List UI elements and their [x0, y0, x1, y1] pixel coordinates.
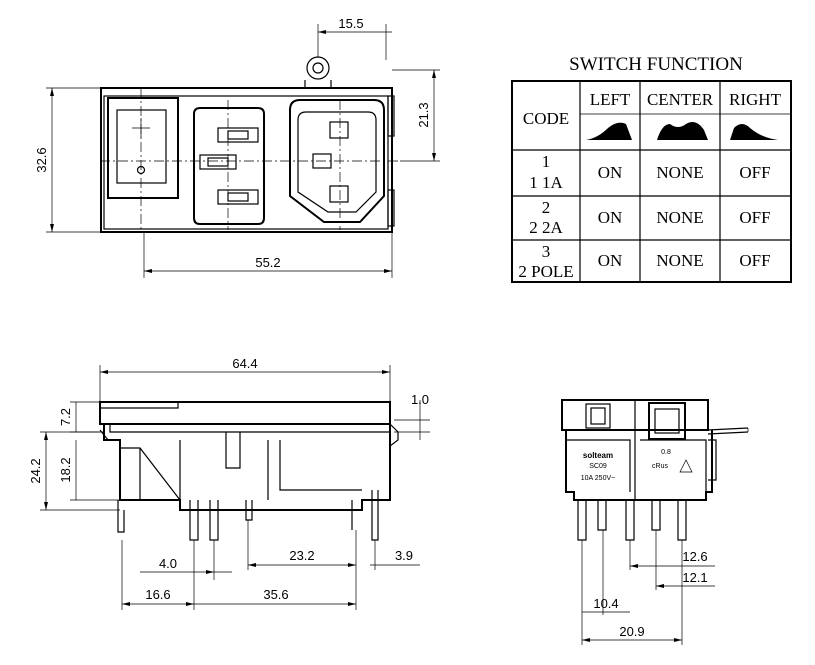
dim-12-1: 12.1: [682, 570, 707, 585]
svg-text:1 1A: 1 1A: [529, 173, 563, 192]
end-body: [565, 430, 713, 501]
dim-4-0: 4.0: [159, 556, 177, 571]
top-view: 15.5 32.6 21.3 55.2: [34, 16, 440, 278]
header-code: CODE: [523, 109, 569, 128]
header-right: RIGHT: [729, 90, 782, 109]
rocker-switch: [107, 97, 179, 199]
side-view: 64.4 7.2 24.2 18.2 1.0 4.0 23.2 3.9 16.6…: [28, 356, 430, 610]
dim-1-0: 1.0: [411, 392, 429, 407]
dim-32-6: 32.6: [34, 147, 49, 172]
dim-16-6: 16.6: [145, 587, 170, 602]
svg-text:2 2A: 2 2A: [529, 218, 563, 237]
dim-64-4: 64.4: [232, 356, 257, 371]
switch-function-table: SWITCH FUNCTION CODE LEFT CENTER RIGHT 1…: [511, 54, 792, 283]
end-view: solteam SC09 10A 250V~ 0.8 cRus 12.6 12.…: [561, 399, 749, 645]
svg-text:OFF: OFF: [739, 163, 770, 182]
ul-mark-icon: cRus: [652, 463, 668, 470]
dim-23-2: 23.2: [289, 548, 314, 563]
end-pins: [577, 500, 687, 541]
fuse-socket: [193, 107, 265, 225]
svg-text:1: 1: [542, 152, 551, 171]
dim-10-4: 10.4: [593, 596, 618, 611]
side-body: [103, 424, 391, 511]
side-flange: [99, 401, 391, 425]
top-body-outline: [100, 87, 393, 233]
svg-text:2 POLE: 2 POLE: [518, 262, 573, 281]
mounting-hole: [312, 62, 324, 74]
header-center: CENTER: [647, 90, 714, 109]
dim-12-6: 12.6: [682, 549, 707, 564]
model-label: SC09: [589, 463, 607, 470]
svg-text:ON: ON: [598, 251, 623, 270]
cert-label: 0.8: [661, 449, 671, 456]
rocker-left-icon: [586, 122, 632, 140]
svg-text:NONE: NONE: [656, 163, 703, 182]
table-title: SWITCH FUNCTION: [569, 54, 743, 75]
dim-55-2: 55.2: [255, 255, 280, 270]
dim-7-2: 7.2: [58, 408, 73, 426]
svg-text:OFF: OFF: [739, 251, 770, 270]
svg-text:ON: ON: [598, 163, 623, 182]
dim-24-2: 24.2: [28, 458, 43, 483]
dim-20-9: 20.9: [619, 624, 644, 639]
svg-text:ON: ON: [598, 208, 623, 227]
warning-triangle-icon: [679, 459, 693, 473]
svg-text:NONE: NONE: [656, 208, 703, 227]
header-left: LEFT: [590, 90, 631, 109]
dim-15-5: 15.5: [338, 16, 363, 31]
dim-18-2: 18.2: [58, 457, 73, 482]
rocker-right-icon: [730, 124, 778, 140]
svg-text:NONE: NONE: [656, 251, 703, 270]
dim-35-6: 35.6: [263, 587, 288, 602]
svg-text:3: 3: [542, 242, 551, 261]
dim-21-3: 21.3: [416, 102, 431, 127]
dim-3-9: 3.9: [395, 548, 413, 563]
rocker-center-icon: [657, 122, 708, 140]
rating-label: 10A 250V~: [581, 475, 615, 482]
svg-text:OFF: OFF: [739, 208, 770, 227]
mounting-ear-outer: [306, 56, 330, 80]
iec-inlet: [289, 99, 385, 223]
svg-text:2: 2: [542, 198, 551, 217]
brand-label: solteam: [583, 451, 613, 460]
